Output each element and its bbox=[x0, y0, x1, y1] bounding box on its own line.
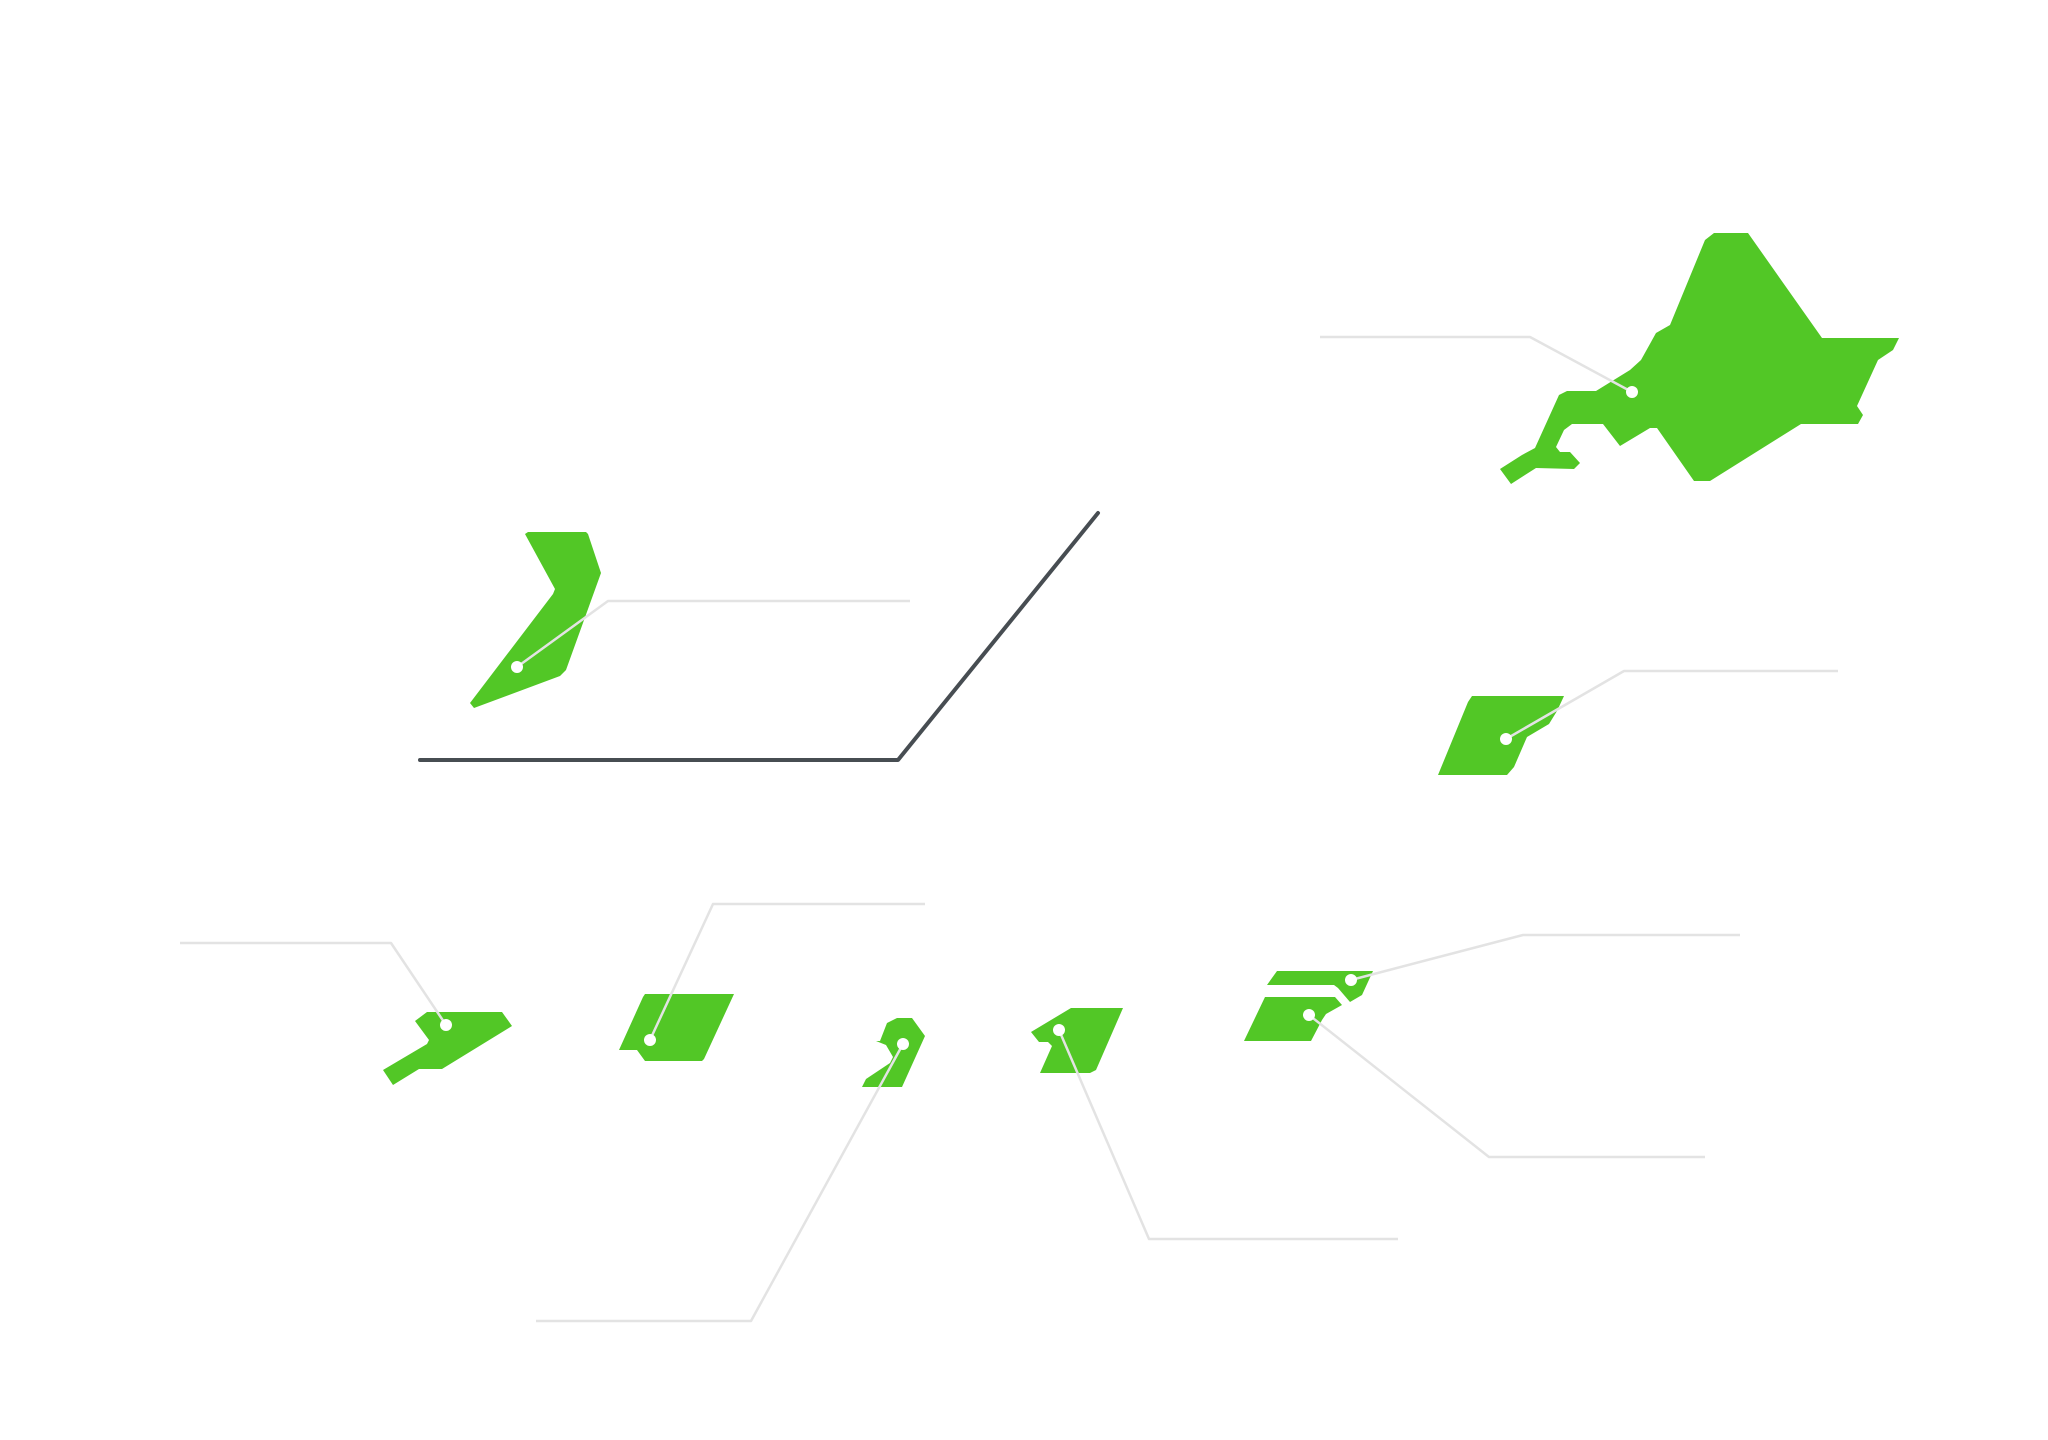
region-okinawa[interactable] bbox=[470, 532, 601, 708]
marker-kanto[interactable] bbox=[1345, 974, 1357, 986]
marker-chubu[interactable] bbox=[1303, 1009, 1315, 1021]
okinawa-inset-divider bbox=[418, 511, 1100, 762]
region-tohoku[interactable] bbox=[1438, 696, 1564, 775]
leader-kinki bbox=[1053, 1024, 1398, 1241]
region-hokkaido[interactable] bbox=[1500, 233, 1899, 484]
region-chugoku[interactable] bbox=[862, 1018, 925, 1087]
marker-hokkaido[interactable] bbox=[1626, 386, 1638, 398]
region-chubu[interactable] bbox=[1244, 997, 1342, 1041]
marker-okinawa[interactable] bbox=[511, 661, 523, 673]
marker-shikoku[interactable] bbox=[644, 1034, 656, 1046]
region-kyushu[interactable] bbox=[383, 1012, 512, 1085]
leader-shikoku bbox=[644, 902, 925, 1046]
marker-kyushu[interactable] bbox=[440, 1019, 452, 1031]
region-kinki[interactable] bbox=[1031, 1008, 1123, 1073]
region-shikoku[interactable] bbox=[619, 994, 734, 1061]
leader-chubu bbox=[1303, 1009, 1705, 1159]
marker-kinki[interactable] bbox=[1053, 1024, 1065, 1036]
leader-tohoku bbox=[1500, 669, 1838, 745]
leader-kyushu bbox=[180, 941, 452, 1031]
leader-kanto bbox=[1345, 933, 1740, 986]
marker-chugoku[interactable] bbox=[897, 1038, 909, 1050]
leader-hokkaido bbox=[1320, 335, 1638, 398]
leader-okinawa bbox=[511, 599, 910, 673]
leader-chugoku bbox=[536, 1038, 909, 1323]
marker-tohoku[interactable] bbox=[1500, 733, 1512, 745]
